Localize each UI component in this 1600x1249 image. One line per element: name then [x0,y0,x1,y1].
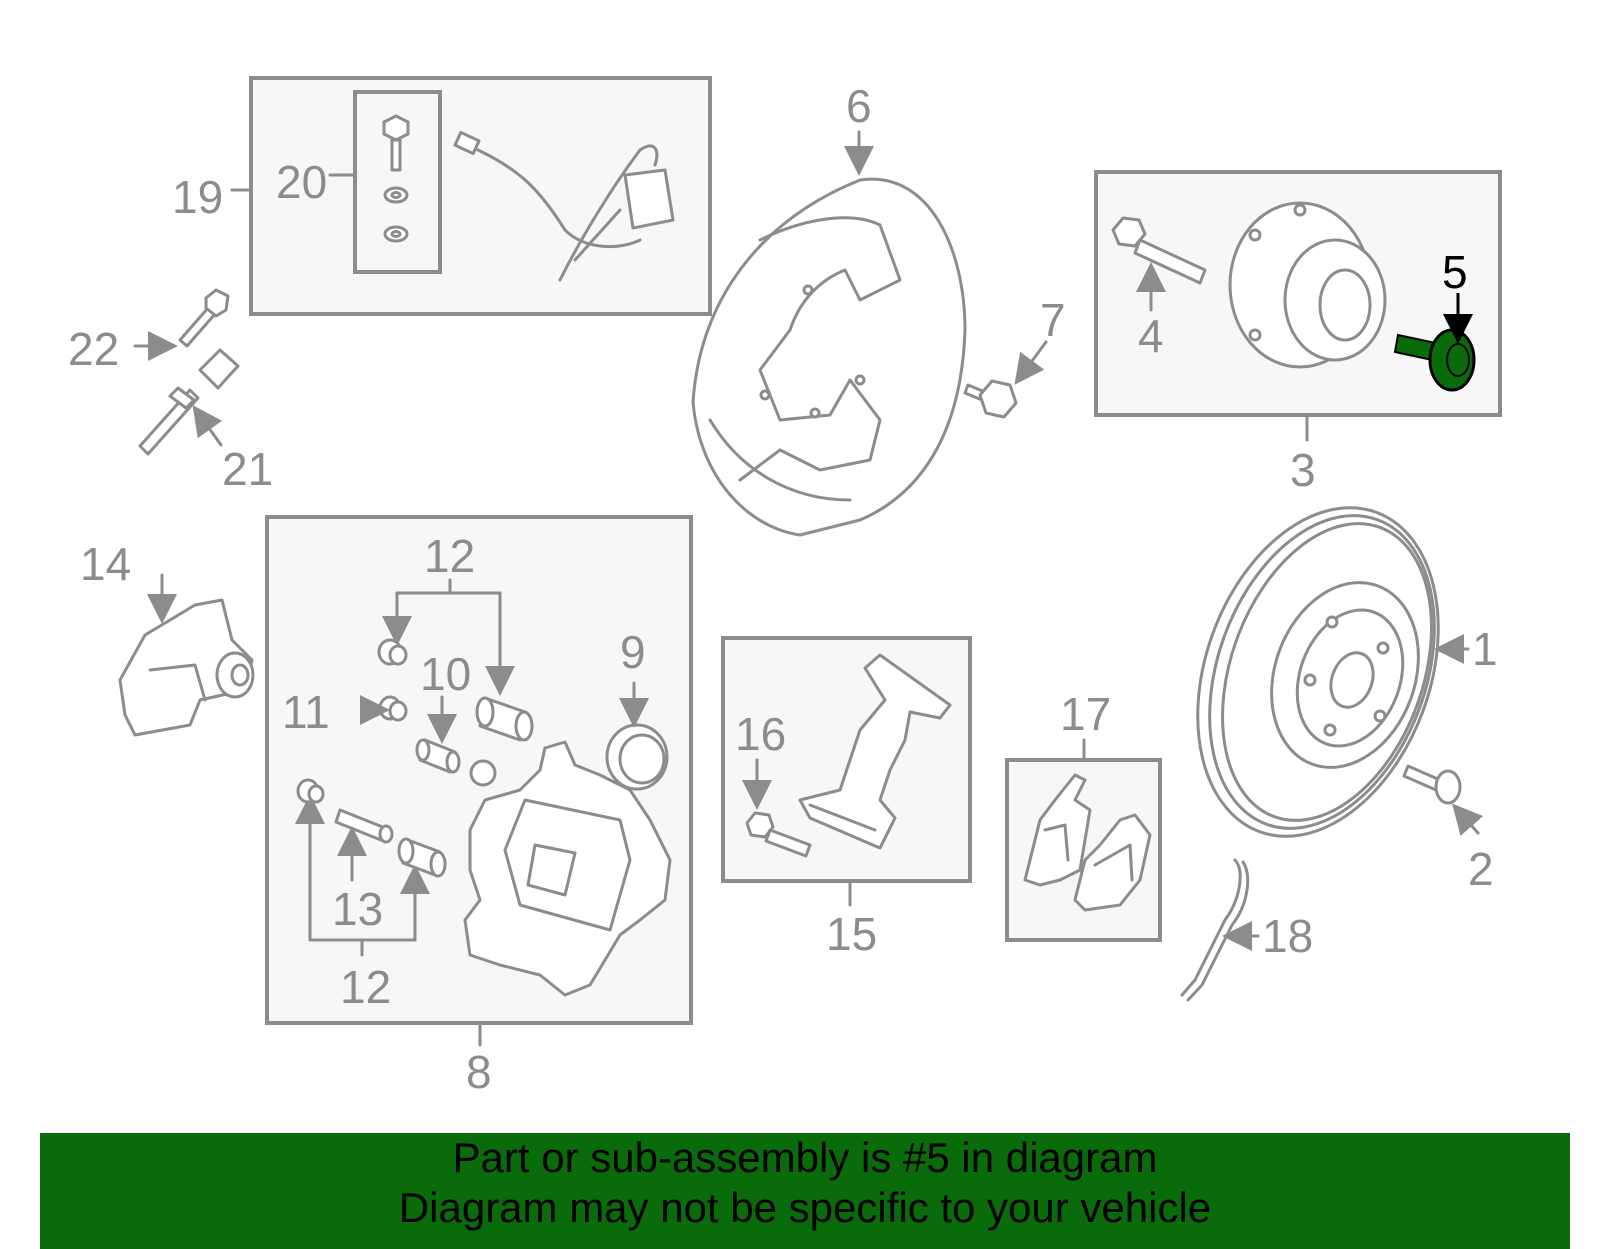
bushing-part-10[interactable] [415,738,497,787]
screw-part-2[interactable] [1402,764,1462,805]
label-16: 16 [735,708,786,760]
label-1: 1 [1472,623,1498,675]
bushing-part-12-bottom[interactable] [397,837,447,878]
dust-shield-part-6[interactable] [691,177,967,537]
caliper-housing-part-8[interactable] [463,740,672,997]
bolt-part-16[interactable] [745,811,812,858]
label-12-top: 12 [424,530,475,582]
label-17: 17 [1060,688,1111,740]
part-number-labels: 1 2 3 4 5 6 7 8 9 10 11 12 12 13 14 15 1… [68,80,1498,1098]
boot-part-12-bottom[interactable] [296,778,325,804]
bolt-part-4[interactable] [1111,216,1207,285]
caliper-motor-part-14[interactable] [118,598,255,737]
hardware-kit-part-20[interactable] [382,114,410,243]
label-18: 18 [1262,910,1313,962]
label-21: 21 [222,443,273,495]
label-6: 6 [846,80,872,132]
hub-bolt-part-5[interactable] [1393,328,1476,392]
group-box-15 [721,636,972,907]
brake-rotor-part-1[interactable] [1155,474,1482,870]
seal-part-9[interactable] [605,723,669,791]
info-banner: Part or sub-assembly is #5 in diagram Di… [40,1133,1570,1249]
label-5: 5 [1442,246,1468,298]
label-20: 20 [276,156,327,208]
label-13: 13 [332,883,383,935]
label-7: 7 [1040,294,1066,346]
bushing-part-12-right[interactable] [475,696,534,742]
label-4: 4 [1138,310,1164,362]
caliper-bracket-part-15[interactable] [798,653,952,850]
label-12-bottom: 12 [340,961,391,1013]
wheel-speed-sensor-harness-part-19[interactable] [453,130,675,282]
brake-pads-part-17[interactable] [1023,773,1152,912]
bolt-part-7[interactable] [963,379,1018,419]
label-15: 15 [826,908,877,960]
label-8: 8 [466,1046,492,1098]
label-14: 14 [80,538,131,590]
label-9: 9 [620,626,646,678]
bolt-part-22[interactable] [178,288,230,348]
abs-sensor-part-21[interactable] [138,348,240,456]
hub-bearing-part-3[interactable] [1228,201,1387,369]
guide-pin-part-13[interactable] [334,808,394,844]
label-11: 11 [282,686,330,738]
label-3: 3 [1290,444,1316,496]
banner-line-2: Diagram may not be specific to your vehi… [398,1184,1212,1231]
label-2: 2 [1468,843,1494,895]
boot-part-12-top[interactable] [377,638,408,666]
label-10: 10 [420,648,471,700]
wear-sensor-part-18[interactable] [1180,858,1250,1002]
banner-line-1: Part or sub-assembly is #5 in diagram [452,1134,1158,1181]
label-22: 22 [68,323,119,375]
label-19: 19 [172,171,223,223]
leader-lines [133,130,1484,951]
